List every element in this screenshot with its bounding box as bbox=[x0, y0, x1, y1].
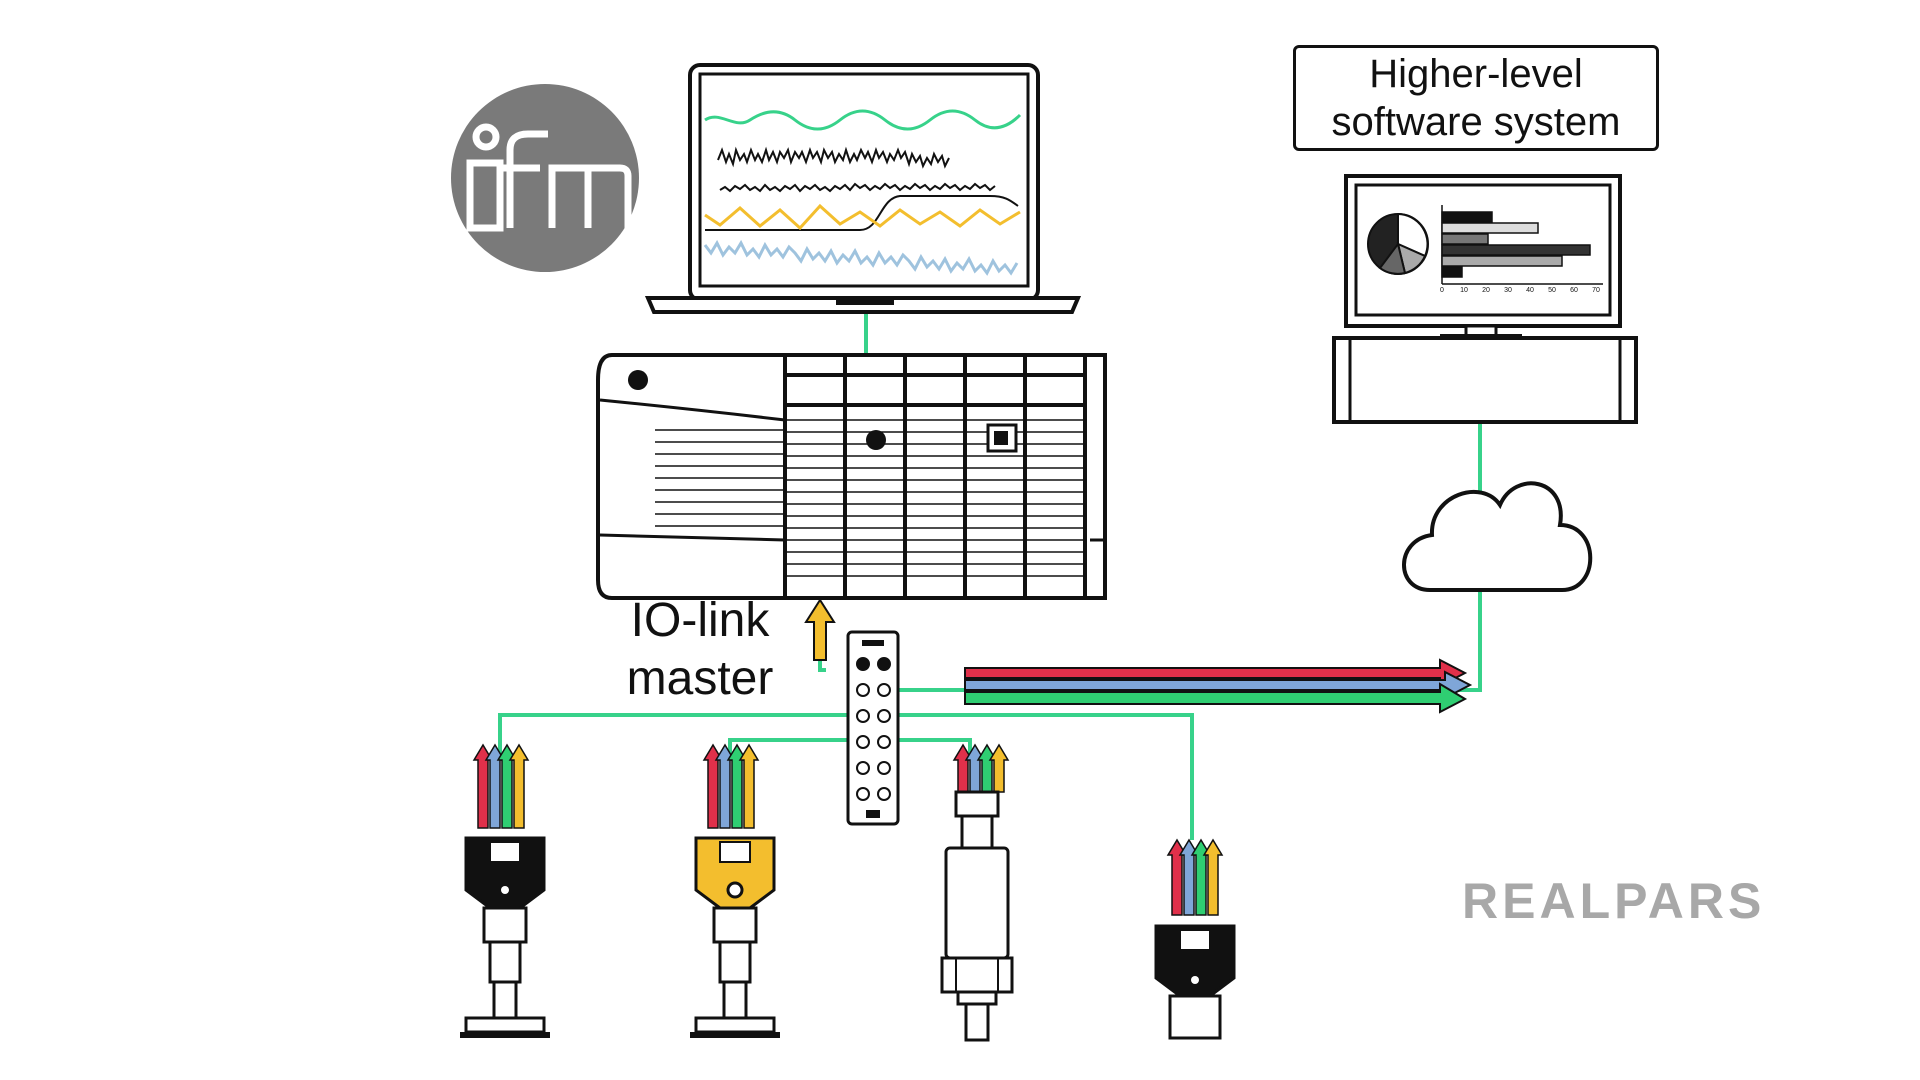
io-link-master-icon bbox=[846, 630, 900, 826]
laptop-signal-traces bbox=[703, 109, 1022, 276]
io-link-master-label: IO-link master bbox=[600, 592, 800, 708]
io-link-label-line2: master bbox=[626, 652, 774, 705]
sensor-icon bbox=[940, 743, 1014, 1042]
ifm-logo-icon bbox=[451, 84, 639, 272]
sensor-icon bbox=[690, 743, 780, 1038]
tick-label: 70 bbox=[1592, 287, 1600, 294]
sensor-data-arrows bbox=[472, 743, 530, 829]
bar-chart-ticks: 0 10 20 30 40 50 60 70 bbox=[1440, 287, 1600, 294]
sensor-icon bbox=[1154, 838, 1236, 1040]
pie-chart-icon bbox=[1367, 212, 1429, 275]
sensor-data-arrows bbox=[702, 743, 760, 829]
tick-label: 30 bbox=[1504, 287, 1512, 294]
higher-level-software-label: Higher-level software system bbox=[1293, 45, 1659, 151]
data-arrow-icon bbox=[804, 598, 836, 661]
sensor-icon bbox=[460, 743, 550, 1038]
sensor-data-arrows bbox=[1166, 838, 1224, 916]
desktop-computer-icon: 0 10 20 30 40 50 60 70 bbox=[1332, 174, 1638, 424]
tick-label: 10 bbox=[1460, 287, 1468, 294]
io-link-label-line1: IO-link bbox=[630, 594, 770, 647]
sensor-data-arrows bbox=[952, 743, 1010, 793]
realpars-watermark: REALPARS bbox=[1462, 873, 1766, 929]
tick-label: 0 bbox=[1440, 287, 1444, 294]
tick-label: 20 bbox=[1482, 287, 1490, 294]
higher-level-label-line2: software system bbox=[1331, 100, 1621, 144]
higher-level-label-line1: Higher-level bbox=[1369, 52, 1583, 96]
data-stream-arrows bbox=[964, 658, 1473, 714]
bar-chart-icon bbox=[1441, 205, 1603, 285]
tick-label: 40 bbox=[1526, 287, 1534, 294]
tick-label: 60 bbox=[1570, 287, 1578, 294]
tick-label: 50 bbox=[1548, 287, 1556, 294]
laptop-icon bbox=[644, 63, 1082, 314]
cloud-icon bbox=[1402, 481, 1593, 592]
plc-rack-icon bbox=[596, 353, 1107, 600]
